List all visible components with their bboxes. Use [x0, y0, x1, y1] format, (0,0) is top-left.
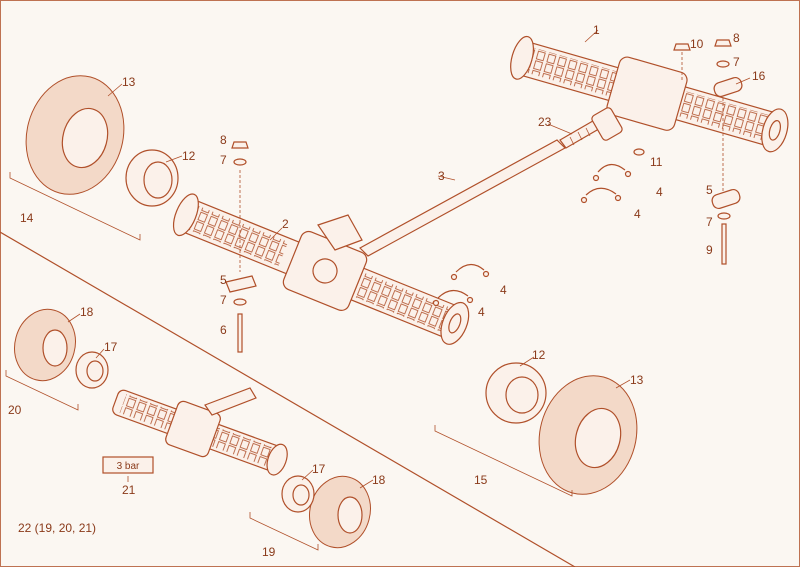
drive-shaft	[359, 107, 623, 257]
callout-4-c: 4	[500, 283, 507, 297]
callout-7-d: 7	[706, 215, 713, 229]
callout-6: 6	[220, 323, 227, 337]
callout-12-a: 12	[182, 149, 196, 163]
fasteners	[225, 39, 743, 353]
callout-7-a: 7	[220, 153, 227, 167]
callout-4-d: 4	[478, 305, 485, 319]
callout-10: 10	[690, 37, 704, 51]
callout-18-b: 18	[372, 473, 386, 487]
small-rim-right	[281, 475, 315, 513]
rim-top-left	[125, 149, 179, 207]
pressure-label: 3 bar	[117, 461, 140, 472]
callout-2: 2	[282, 217, 289, 231]
callout-13-b: 13	[630, 373, 644, 387]
section-divider	[0, 231, 576, 567]
callout-23: 23	[538, 115, 552, 129]
callout-20: 20	[8, 403, 22, 417]
pressure-label-box	[102, 456, 154, 474]
callout-8-a: 8	[220, 133, 227, 147]
callout-5-b: 5	[706, 183, 713, 197]
group-brackets	[5, 172, 573, 551]
callout-9: 9	[706, 243, 713, 257]
small-rim-left	[75, 351, 109, 389]
rear-axle	[510, 35, 789, 153]
callout-7-b: 7	[220, 293, 227, 307]
callout-13-a: 13	[122, 75, 136, 89]
callout-3: 3	[438, 169, 445, 183]
front-axle	[172, 193, 470, 345]
callout-4-b: 4	[634, 207, 641, 221]
callout-14: 14	[20, 211, 34, 225]
callout-21: 21	[122, 483, 136, 497]
callout-7-c: 7	[733, 55, 740, 69]
tire-bottom-right	[538, 375, 638, 495]
callout-8-b: 8	[733, 31, 740, 45]
callout-4-a: 4	[656, 185, 663, 199]
small-tire-left	[14, 308, 76, 382]
callout-19: 19	[262, 545, 276, 559]
callout-5-a: 5	[220, 273, 227, 287]
callout-17-a: 17	[104, 340, 118, 354]
callout-1: 1	[593, 23, 600, 37]
small-tire-right	[309, 475, 371, 549]
callout-11: 11	[650, 155, 663, 169]
kit-note: 22 (19, 20, 21)	[18, 521, 96, 535]
callout-15: 15	[474, 473, 488, 487]
callout-18-a: 18	[80, 305, 94, 319]
small-axle	[112, 387, 288, 476]
leader-lines	[67, 29, 751, 489]
rim-bottom-right	[485, 362, 547, 424]
callout-16: 16	[752, 69, 766, 83]
tire-top-left	[25, 75, 125, 195]
callout-labels: 1 2 3 4 4 4 4 5 5 6 7 7 7 7 8 8 9 10 11 …	[8, 23, 766, 559]
callout-12-b: 12	[532, 348, 546, 362]
callout-17-b: 17	[312, 462, 326, 476]
u-clamps	[432, 163, 632, 307]
